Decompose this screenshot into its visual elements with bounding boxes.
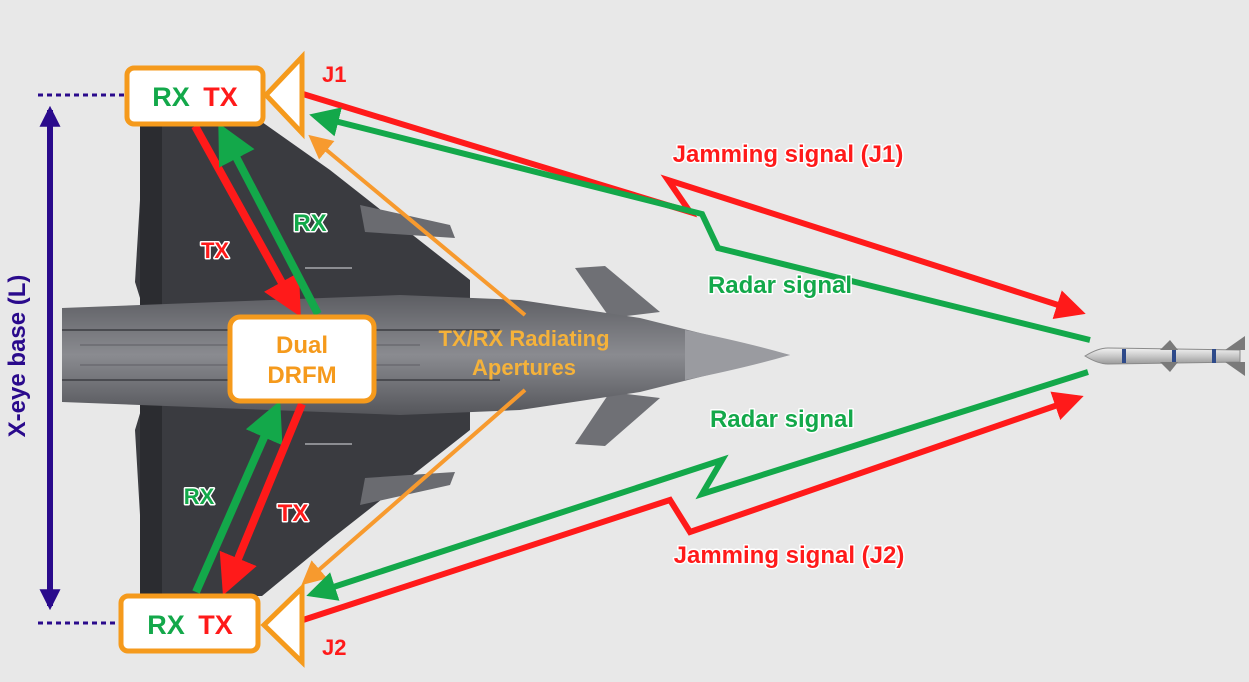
aperture-arrow-upper: [308, 134, 527, 317]
aperture-label: TX/RX Radiating Apertures: [438, 326, 609, 380]
aperture-arrows: [301, 134, 527, 586]
baseline-group: X-eye base (L): [4, 93, 128, 625]
lower-wing-tx-label: TX: [278, 500, 309, 527]
radar-signal-upper-path: [309, 107, 1091, 343]
drfm-line1: Dual: [276, 332, 328, 359]
signal-paths: [302, 91, 1091, 623]
dual-drfm-box: Dual DRFM: [227, 314, 377, 404]
top-pod-rx-label: RX: [152, 82, 190, 112]
fuselage: [62, 295, 790, 415]
lower-wing-rx-label: RX: [184, 484, 215, 509]
jamming-signal-j2-path: [302, 391, 1084, 623]
top-pod-box: [124, 65, 266, 127]
bottom-pod: RX TX J2: [118, 582, 346, 668]
triangle-antenna-icon: [262, 50, 305, 140]
svg-text:RX TX: RX TX: [152, 82, 238, 112]
baseline-label: X-eye base (L): [4, 275, 31, 438]
radar-signal-lower-path: [306, 369, 1089, 601]
jamming-signal-j1-path: [302, 91, 1086, 319]
radar-signal-upper-label: Radar signal: [708, 272, 852, 299]
lower-tx-arrow: [219, 402, 306, 596]
j2-label: J2: [322, 635, 346, 660]
bottom-pod-rx-label: RX: [147, 610, 185, 640]
aperture-line2: Apertures: [472, 355, 576, 380]
internal-arrows: [191, 122, 322, 596]
aperture-arrow-lower: [301, 388, 527, 586]
bottom-pod-box: [118, 593, 261, 654]
drfm-line2: DRFM: [267, 362, 336, 389]
top-pod-tx-label: TX: [203, 82, 238, 112]
upper-rx-arrow: [218, 122, 322, 316]
top-pod: RX TX J1: [124, 50, 346, 140]
missile-icon: [1084, 336, 1245, 376]
jamming-signal-j1-label: Jamming signal (J1): [673, 141, 904, 168]
bottom-pod-tx-label: TX: [198, 610, 233, 640]
triangle-antenna-icon: [260, 582, 305, 668]
lower-rx-arrow: [192, 400, 283, 594]
delta-wing-fighter-icon: [62, 120, 790, 596]
upper-canard: [575, 266, 660, 318]
radar-signal-lower-label: Radar signal: [710, 406, 854, 433]
upper-tx-arrow: [191, 124, 301, 317]
aperture-line1: TX/RX Radiating: [438, 326, 609, 351]
jamming-signal-j2-label: Jamming signal (J2): [674, 542, 905, 569]
svg-text:RX TX: RX TX: [147, 610, 233, 640]
j1-label: J1: [322, 62, 346, 87]
upper-wing-tx-label: TX: [201, 238, 229, 263]
lower-canard: [575, 392, 660, 446]
upper-wing-rx-label: RX: [293, 210, 326, 237]
